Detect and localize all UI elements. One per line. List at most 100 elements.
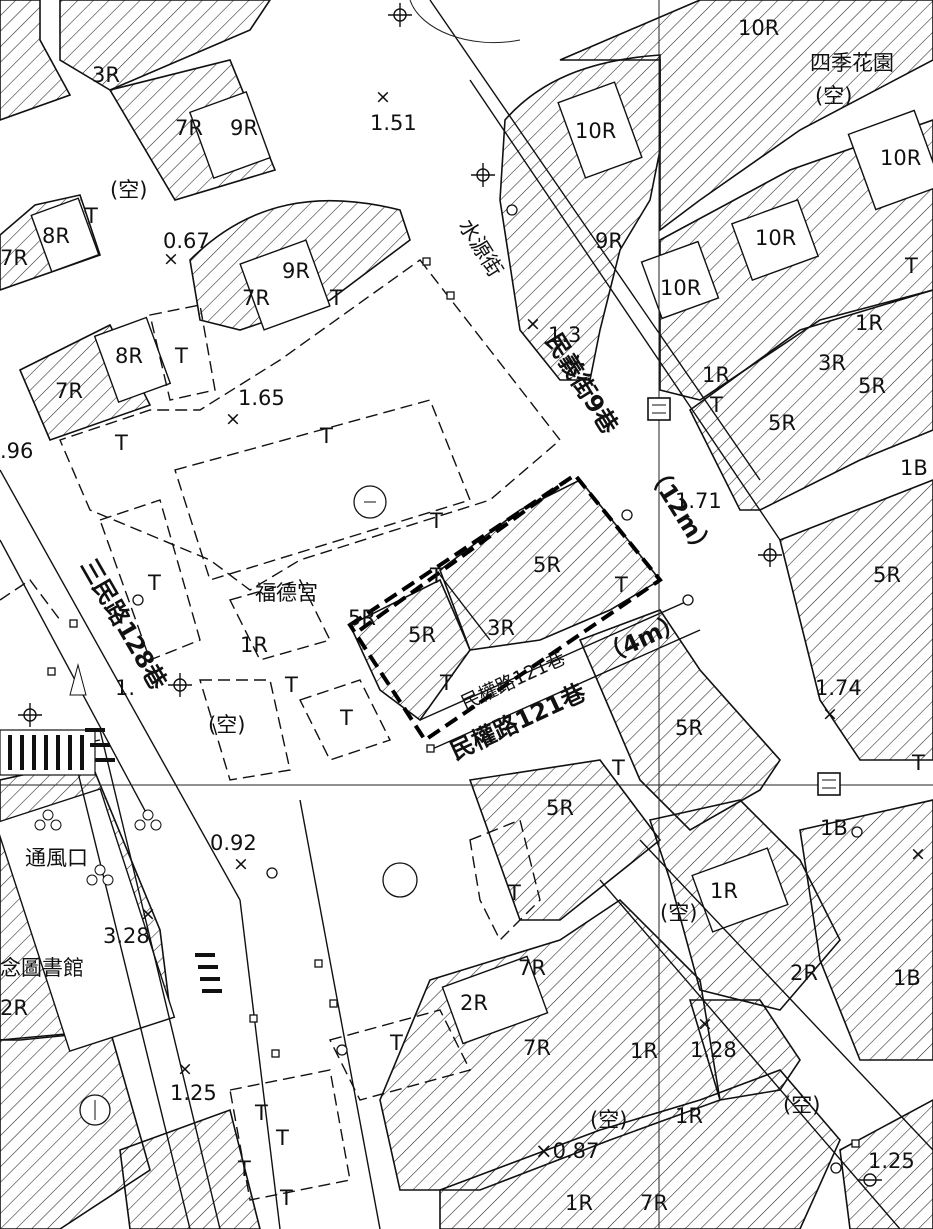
svg-text:1.74: 1.74 <box>815 676 862 700</box>
svg-text:1.28: 1.28 <box>690 1038 737 1062</box>
svg-text:T: T <box>254 1101 268 1125</box>
svg-text:1.25: 1.25 <box>170 1081 217 1105</box>
elevation-marks: × 1.51 × 0.67 × 1.3 × 1.65 .96 1.71 1.74… <box>0 86 926 1173</box>
svg-text:T: T <box>911 751 925 775</box>
svg-text:5R: 5R <box>768 411 796 435</box>
svg-text:T: T <box>319 424 333 448</box>
svg-text:5R: 5R <box>408 623 436 647</box>
svg-text:5R: 5R <box>348 606 376 630</box>
svg-text:×0.87: ×0.87 <box>535 1139 599 1163</box>
svg-text:3R: 3R <box>818 351 846 375</box>
svg-text:1.3: 1.3 <box>548 323 581 347</box>
svg-text:T: T <box>611 756 625 780</box>
svg-text:1.71: 1.71 <box>675 489 722 513</box>
svg-text:T: T <box>429 509 443 533</box>
svg-text:0.67: 0.67 <box>163 229 210 253</box>
temporary-structure-labels: T T T T T T T T T T T T T T T T T T T T … <box>84 204 925 1210</box>
svg-text:7R: 7R <box>640 1191 668 1215</box>
svg-text:7R: 7R <box>0 246 28 270</box>
svg-text:T: T <box>904 254 918 278</box>
site-boundary <box>347 472 663 743</box>
svg-text:×: × <box>233 853 249 875</box>
svg-text:×: × <box>822 703 838 725</box>
svg-text:(空): (空) <box>110 178 147 202</box>
svg-text:×: × <box>910 843 926 865</box>
svg-text:3R: 3R <box>92 63 120 87</box>
svg-text:T: T <box>389 1031 403 1055</box>
svg-text:1R: 1R <box>710 879 738 903</box>
svg-text:T: T <box>284 673 298 697</box>
tree-icon <box>34 663 162 886</box>
control-point-icon <box>353 485 387 519</box>
svg-text:×: × <box>225 408 241 430</box>
svg-text:.96: .96 <box>0 439 33 463</box>
svg-text:T: T <box>329 286 343 310</box>
stair-blocks <box>0 728 222 993</box>
manhole-icon <box>647 397 671 421</box>
svg-text:1R: 1R <box>702 363 730 387</box>
svg-text:×: × <box>525 313 541 335</box>
svg-text:5R: 5R <box>873 563 901 587</box>
street-shuiyuan-label: 水源街 <box>454 215 508 281</box>
svg-text:5R: 5R <box>546 796 574 820</box>
svg-text:(空): (空) <box>660 901 697 925</box>
svg-text:5R: 5R <box>858 374 886 398</box>
svg-text:1R: 1R <box>240 633 268 657</box>
svg-text:5R: 5R <box>675 716 703 740</box>
svg-text:T: T <box>614 573 628 597</box>
svg-text:7R: 7R <box>523 1036 551 1060</box>
svg-text:1.51: 1.51 <box>370 111 417 135</box>
svg-text:3R: 3R <box>487 616 515 640</box>
svg-text:10R: 10R <box>738 16 779 40</box>
svg-text:T: T <box>174 344 188 368</box>
svg-text:7R: 7R <box>518 956 546 980</box>
svg-text:T: T <box>439 671 453 695</box>
svg-text:2R: 2R <box>460 991 488 1015</box>
svg-text:1.65: 1.65 <box>238 386 285 410</box>
svg-text:T: T <box>709 393 723 417</box>
svg-text:10R: 10R <box>660 276 701 300</box>
place-library: 念圖書館 <box>0 956 84 980</box>
svg-text:9R: 9R <box>595 229 623 253</box>
svg-text:10R: 10R <box>880 146 921 170</box>
svg-text:T: T <box>147 571 161 595</box>
svg-text:3.28: 3.28 <box>103 924 150 948</box>
svg-text:9R: 9R <box>230 116 258 140</box>
svg-text:7R: 7R <box>175 116 203 140</box>
svg-text:T: T <box>429 564 443 588</box>
lamp-post-icon <box>18 3 882 1187</box>
svg-text:9R: 9R <box>282 259 310 283</box>
manhole-icon <box>817 772 841 796</box>
svg-text:8R: 8R <box>115 344 143 368</box>
svg-text:×: × <box>375 86 391 108</box>
svg-text:(空): (空) <box>815 84 852 108</box>
svg-text:1.: 1. <box>115 676 135 700</box>
place-labels: 四季花園 福德宮 通風口 念圖書館 <box>0 51 894 980</box>
control-point-icon <box>79 1094 111 1126</box>
svg-text:(空): (空) <box>208 713 245 737</box>
svg-text:T: T <box>84 204 98 228</box>
svg-text:10R: 10R <box>575 119 616 143</box>
svg-text:×: × <box>163 248 179 270</box>
svg-text:×: × <box>140 903 156 925</box>
svg-text:(空): (空) <box>590 1108 627 1132</box>
svg-text:T: T <box>275 1126 289 1150</box>
control-point-icon <box>382 862 418 898</box>
svg-text:×: × <box>177 1058 193 1080</box>
dashed-outlines <box>0 259 561 1201</box>
svg-text:10R: 10R <box>755 226 796 250</box>
svg-text:1R: 1R <box>675 1104 703 1128</box>
svg-text:T: T <box>114 431 128 455</box>
place-vent: 通風口 <box>25 846 88 870</box>
svg-text:0.92: 0.92 <box>210 831 257 855</box>
svg-text:1B: 1B <box>893 966 921 990</box>
svg-text:1R: 1R <box>855 311 883 335</box>
svg-text:1B: 1B <box>820 816 848 840</box>
svg-text:7R: 7R <box>242 286 270 310</box>
svg-text:1R: 1R <box>565 1191 593 1215</box>
utility-box-icon <box>47 204 863 1174</box>
svg-text:2R: 2R <box>0 996 28 1020</box>
svg-text:T: T <box>279 1186 293 1210</box>
